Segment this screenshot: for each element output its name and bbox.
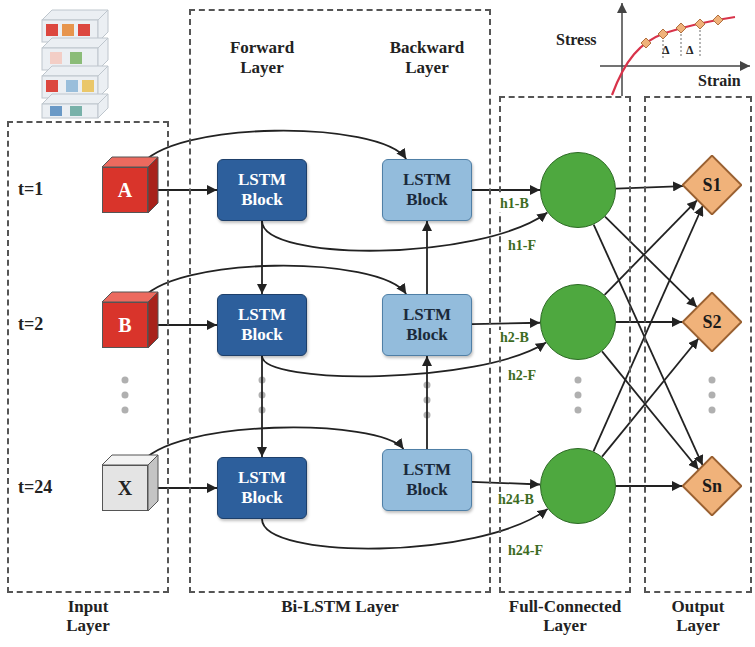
dense-neuron — [540, 448, 616, 524]
connector-arrow — [616, 186, 683, 189]
delta-mark: Δ — [686, 44, 694, 58]
forward-lstm-block: LSTM Block — [217, 457, 307, 519]
output-symbol: S1 — [702, 175, 721, 196]
hidden-state-label: h24-B — [496, 492, 536, 508]
input-cube: A — [102, 167, 148, 213]
ellipsis-dots — [122, 377, 716, 419]
backward-lstm-block: LSTM Block — [382, 449, 472, 511]
layer-label: Input Layer — [53, 597, 123, 635]
hidden-state-label: h2-F — [506, 368, 538, 384]
time-step: t=2 — [18, 314, 43, 335]
block-label: LSTM Block — [224, 468, 300, 507]
connector-arrow — [472, 323, 540, 324]
forward-lstm-block: LSTM Block — [217, 294, 307, 356]
layer-label: Full-Connected Layer — [500, 597, 630, 635]
input-symbol: A — [118, 179, 132, 202]
axis-label: Stress — [556, 31, 597, 49]
hidden-state-label: h2-B — [498, 330, 531, 346]
block-label: LSTM Block — [389, 305, 465, 344]
connector-arrow — [472, 189, 540, 191]
connector-arrow — [616, 321, 682, 323]
input-symbol: B — [118, 314, 131, 337]
block-label: LSTM Block — [224, 305, 300, 344]
time-step: t=1 — [18, 179, 43, 200]
dataset-icon — [42, 10, 108, 118]
delta-mark: Δ — [662, 44, 670, 58]
layer-heading: Backward Layer — [372, 38, 482, 77]
backward-lstm-block: LSTM Block — [382, 294, 472, 356]
connector-arrow — [426, 356, 428, 449]
input-cube: B — [102, 302, 148, 348]
input-symbol: X — [118, 477, 132, 500]
connector-arrow — [261, 356, 263, 457]
connector-arrow — [472, 482, 540, 485]
time-step: t=24 — [18, 477, 52, 498]
stress-strain-chart — [600, 3, 750, 96]
hidden-state-label: h1-F — [506, 238, 538, 254]
connector-arrow — [594, 225, 703, 466]
connector-arrow — [616, 485, 682, 487]
connector-arrow — [602, 351, 698, 469]
dense-neuron — [540, 284, 616, 360]
backward-lstm-block: LSTM Block — [382, 159, 472, 221]
block-label: LSTM Block — [389, 170, 465, 209]
output-diamond: Sn — [682, 456, 742, 516]
connector-arrow — [602, 339, 698, 457]
output-diamond: S2 — [682, 292, 742, 352]
output-symbol: Sn — [702, 476, 722, 497]
connector-arrow — [426, 221, 428, 294]
input-cube: X — [102, 465, 148, 511]
forward-lstm-block: LSTM Block — [217, 159, 307, 221]
layer-region: Bi-LSTM LayerLSTM BlockLSTM BlockLSTM Bl… — [190, 10, 490, 592]
layer-heading: Forward Layer — [212, 38, 312, 77]
layer-label: Bi-LSTM Layer — [280, 597, 400, 616]
connector-arrow — [605, 217, 697, 307]
dense-neuron — [540, 152, 616, 228]
axis-label: Strain — [698, 72, 741, 90]
output-diamond: S1 — [682, 155, 742, 215]
output-symbol: S2 — [702, 312, 721, 333]
hidden-state-label: h24-F — [506, 543, 545, 559]
block-label: LSTM Block — [224, 170, 300, 209]
connector-arrow — [261, 221, 263, 294]
block-label: LSTM Block — [389, 460, 465, 499]
hidden-state-label: h1-B — [498, 196, 531, 212]
layer-region: Output LayerS1S2Sn — [645, 97, 751, 592]
layer-label: Output Layer — [658, 597, 738, 635]
